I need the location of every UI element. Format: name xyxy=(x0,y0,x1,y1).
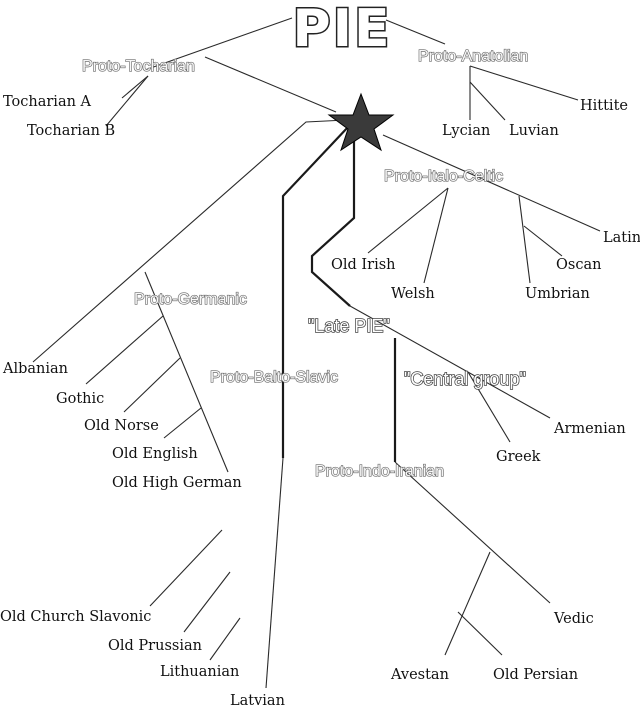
lang-tocharian-b: Tocharian B xyxy=(27,123,115,139)
edge-anatolian-luvian xyxy=(469,81,506,121)
lang-tocharian-a: Tocharian A xyxy=(3,94,92,110)
edge-italic-umbrian xyxy=(518,195,531,284)
edge-star-germanic xyxy=(32,119,347,363)
lang-oscan: Oscan xyxy=(556,257,601,273)
group-proto-balto-slavic: Proto-Balto-Slavic xyxy=(210,369,338,386)
edge-baltic-old-prussian xyxy=(183,571,231,633)
lang-armenian: Armenian xyxy=(553,421,626,437)
lang-old-persian: Old Persian xyxy=(493,667,578,683)
group-central-group: "Central group" xyxy=(404,369,526,389)
edge-pie-tocharian xyxy=(144,17,293,71)
language-labels: Tocharian A Tocharian B Lycian Luvian Hi… xyxy=(0,94,640,706)
group-late-pie: "Late PIE" xyxy=(308,316,390,336)
edge-germanic-old-english xyxy=(163,407,202,439)
edge-star-italo-celtic xyxy=(382,134,601,232)
group-proto-italo-celtic: Proto-Italo-Celtic xyxy=(384,168,503,185)
edge-late-pie-armenian xyxy=(349,305,551,419)
lang-old-prussian: Old Prussian xyxy=(108,638,202,654)
group-labels: Proto-Tocharian Proto-Anatolian Proto-It… xyxy=(81,47,529,480)
edge-italic-oscan xyxy=(523,225,563,257)
lang-umbrian: Umbrian xyxy=(525,286,590,302)
lang-latvian: Latvian xyxy=(230,693,285,706)
lang-luvian: Luvian xyxy=(509,123,559,139)
edge-star-late-pie xyxy=(310,136,356,307)
lang-old-high-german: Old High German xyxy=(112,475,242,491)
lang-lycian: Lycian xyxy=(442,123,490,139)
lang-old-english: Old English xyxy=(112,446,198,462)
lang-old-norse: Old Norse xyxy=(84,418,159,434)
edge-germanic-gothic xyxy=(85,315,164,385)
group-proto-anatolian: Proto-Anatolian xyxy=(418,48,528,65)
edge-star-balto-slavic xyxy=(281,125,350,458)
lang-latin: Latin xyxy=(603,230,640,246)
edge-anatolian-hittite xyxy=(469,65,579,101)
edge-central-greek xyxy=(467,371,511,443)
lang-hittite: Hittite xyxy=(580,98,628,114)
pie-title: PIE xyxy=(293,0,392,59)
edge-italo-celtic-welsh xyxy=(423,187,449,284)
tree-edges xyxy=(32,17,601,689)
edge-baltic-lithuanian xyxy=(209,617,241,661)
edge-tocharian-a xyxy=(121,75,149,99)
edge-iranian-old-persian xyxy=(457,611,503,656)
lang-avestan: Avestan xyxy=(390,667,449,683)
lang-old-irish: Old Irish xyxy=(331,257,396,273)
edge-balto-slavic-ocs xyxy=(149,529,223,607)
edge-tocharian-star xyxy=(204,56,337,113)
lang-old-church-slavonic: Old Church Slavonic xyxy=(0,609,151,625)
lang-greek: Greek xyxy=(496,449,541,465)
lang-vedic: Vedic xyxy=(553,611,594,627)
edge-balto-slavic-latvian xyxy=(265,457,284,689)
edge-germanic-old-norse xyxy=(123,357,181,413)
group-proto-tocharian: Proto-Tocharian xyxy=(82,58,195,75)
lang-welsh: Welsh xyxy=(391,286,435,302)
group-proto-germanic: Proto-Germanic xyxy=(134,291,247,308)
lang-gothic: Gothic xyxy=(56,391,104,407)
edge-germanic-ohg xyxy=(144,271,229,473)
lang-albanian: Albanian xyxy=(2,361,68,377)
star-icon xyxy=(327,92,395,152)
edge-iranian-avestan xyxy=(444,551,491,656)
edge-italo-celtic-old-irish xyxy=(367,187,449,254)
group-proto-indo-iranian: Proto-Indo-Iranian xyxy=(315,463,444,480)
edge-tocharian-b xyxy=(105,75,149,127)
edge-pie-anatolian xyxy=(385,19,446,45)
lang-lithuanian: Lithuanian xyxy=(160,664,239,680)
edge-indo-iranian-vedic xyxy=(394,461,551,604)
